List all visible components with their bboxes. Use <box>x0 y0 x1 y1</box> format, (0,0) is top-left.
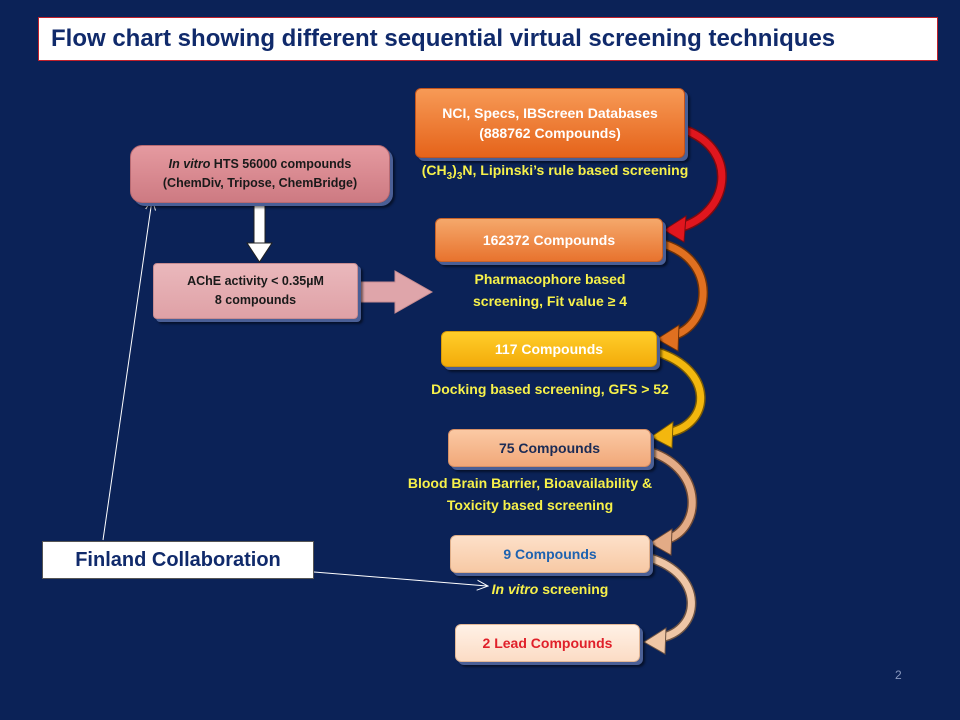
databases-box-line2: (888762 Compounds) <box>479 125 621 141</box>
step-label-invitro: In vitro screening <box>450 579 650 601</box>
step1-sub-a: 3 <box>446 170 453 182</box>
ache-line1: AChE activity < 0.35µM <box>187 274 324 289</box>
page-title-text: Flow chart showing different sequential … <box>51 25 836 52</box>
compounds-9-label: 9 Compounds <box>503 545 597 562</box>
step1-sub-b: 3 <box>456 170 463 182</box>
finland-collaboration-label: Finland Collaboration <box>75 548 281 571</box>
databases-box: NCI, Specs, IBScreen Databases (888762 C… <box>415 88 685 158</box>
databases-box-line1: NCI, Specs, IBScreen Databases <box>442 104 658 121</box>
slide-number: 2 <box>895 668 902 682</box>
compounds-9-box: 9 Compounds <box>450 535 650 573</box>
finland-collaboration-box: Finland Collaboration <box>42 541 314 579</box>
compounds-75-box: 75 Compounds <box>448 429 651 467</box>
invitro-hts-box: In vitro HTS 56000 compounds (ChemDiv, T… <box>130 145 390 203</box>
compounds-117-box: 117 Compounds <box>441 331 657 367</box>
step5-italic: In vitro <box>491 581 539 597</box>
right-block-arrow <box>357 270 434 314</box>
step-label-bbb: Blood Brain Barrier, Bioavailability & T… <box>370 473 690 516</box>
step5-rest: screening <box>538 581 609 597</box>
invitro-hts-italic: In vitro <box>168 157 211 172</box>
step-label-lipinski: (CH3)3N, Lipinski’s rule based screening <box>395 160 715 184</box>
step-label-docking: Docking based screening, GFS > 52 <box>400 379 700 401</box>
step2-line1: Pharmacophore based <box>474 271 626 287</box>
step2-line2: screening, Fit value ≥ 4 <box>473 292 627 309</box>
step4-line2: Toxicity based screening <box>446 496 614 513</box>
compounds-117-label: 117 Compounds <box>494 340 604 357</box>
lead-compounds-label: 2 Lead Compounds <box>482 634 613 651</box>
thin-arrow-finland-to-hts <box>102 200 152 541</box>
step1-text-b: ) <box>452 162 457 178</box>
compounds-162372-box: 162372 Compounds <box>435 218 663 262</box>
compounds-162372-label: 162372 Compounds <box>482 231 616 248</box>
page-title: Flow chart showing different sequential … <box>38 17 938 61</box>
compounds-75-label: 75 Compounds <box>498 439 601 456</box>
ache-line2: 8 compounds <box>214 293 297 307</box>
step3-text: Docking based screening, GFS > 52 <box>431 381 669 397</box>
curved-arrow-light-peach <box>643 553 697 655</box>
step1-text-c: N, Lipinski’s rule based screening <box>462 162 689 178</box>
down-block-arrow <box>246 204 273 263</box>
step4-line1: Blood Brain Barrier, Bioavailability & <box>407 475 653 491</box>
step-label-pharmacophore: Pharmacophore based screening, Fit value… <box>430 269 670 312</box>
invitro-hts-rest: HTS 56000 compounds <box>210 157 352 172</box>
lead-compounds-box: 2 Lead Compounds <box>455 624 640 662</box>
ache-activity-box: AChE activity < 0.35µM 8 compounds <box>153 263 358 319</box>
step1-text-a: (CH <box>421 162 447 178</box>
invitro-hts-line2: (ChemDiv, Tripose, ChemBridge) <box>162 176 358 190</box>
